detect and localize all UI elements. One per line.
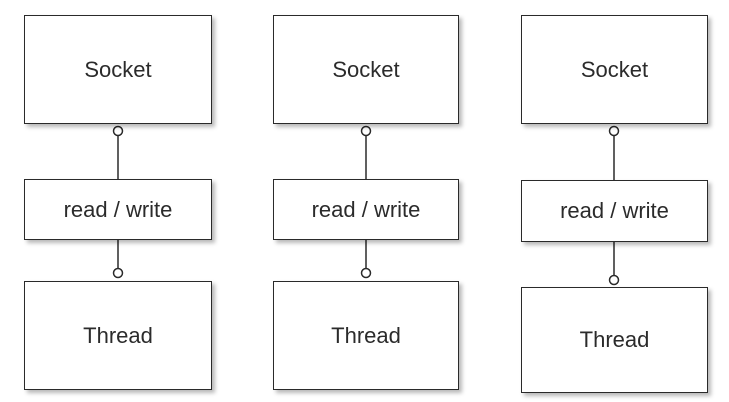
thread-label-3: Thread <box>579 327 650 352</box>
socket-label-2: Socket <box>332 56 400 82</box>
socket-port-2 <box>360 125 372 137</box>
socket-label-1: Socket <box>84 56 152 82</box>
read-write-label-2: read / write <box>311 196 421 222</box>
read-write-box-1: read / write <box>24 179 212 240</box>
thread-port-1 <box>112 267 124 279</box>
socket-box-1: Socket <box>24 15 212 124</box>
socket-label-3: Socket <box>580 56 649 82</box>
thread-box-3: Thread <box>521 287 708 393</box>
thread-box-2: Thread <box>273 281 459 390</box>
thread-box-1: Thread <box>24 281 212 390</box>
thread-label-2: Thread <box>331 322 401 348</box>
socket-box-2: Socket <box>273 15 459 124</box>
thread-port-3 <box>608 274 620 286</box>
socket-box-3: Socket <box>521 15 708 124</box>
read-write-box-3: read / write <box>521 180 708 242</box>
socket-port-1 <box>112 125 124 137</box>
read-write-label-3: read / write <box>560 198 669 223</box>
thread-port-2 <box>360 267 372 279</box>
socket-port-3 <box>608 125 620 137</box>
read-write-label-1: read / write <box>63 196 173 222</box>
thread-label-1: Thread <box>83 322 153 348</box>
read-write-box-2: read / write <box>273 179 459 240</box>
